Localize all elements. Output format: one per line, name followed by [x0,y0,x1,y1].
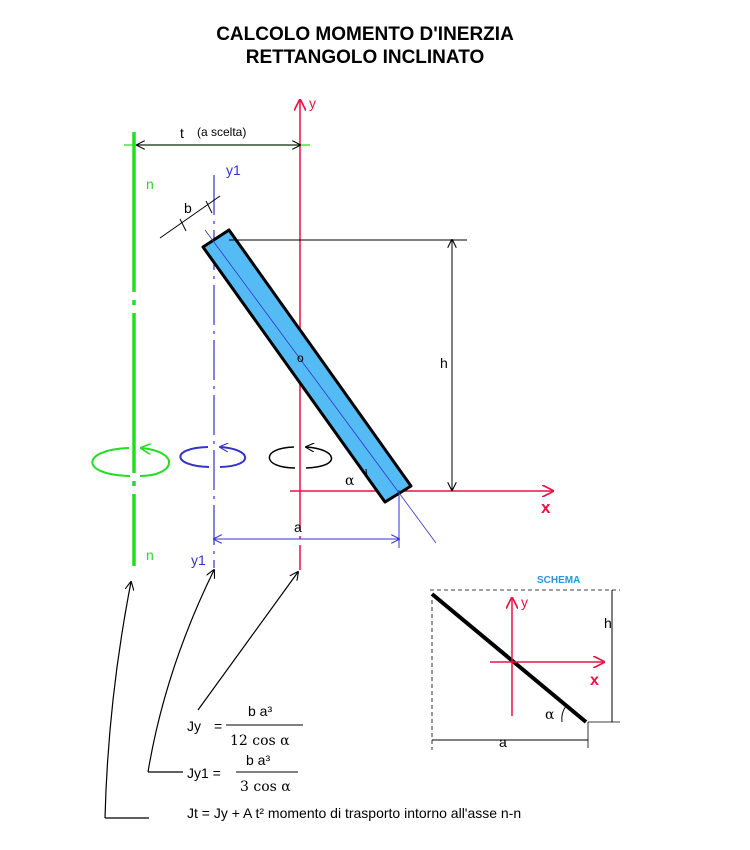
jt-formula: Jt = Jy + A t² momento di trasporto into… [187,805,521,821]
jy1-denominator: 3 cos α [240,779,291,795]
alpha-arc [365,468,375,488]
jy-lhs: Jy [187,718,201,734]
rectangle-centerline [204,229,437,544]
schema-label-a: a [499,734,507,750]
label-b: b [184,200,192,216]
schema-label-x: x [590,672,599,689]
b-tick-2 [205,200,213,214]
jy1-lhs: Jy1 = [187,765,221,781]
schema-label-alpha: α [545,707,555,723]
label-t-note-text: (a scelta) [197,125,246,139]
label-n-top: n [146,176,154,192]
label-a: a [294,519,302,535]
schema-label-h: h [604,615,612,631]
label-centroid: o [297,351,304,365]
jy-denominator: 12 cos α [230,733,290,749]
schema-label-y: y [521,594,528,610]
schema-inset: SCHEMA h a y x α [430,575,620,750]
label-y1-bottom: y1 [191,552,206,568]
title-line-1: CALCOLO MOMENTO D'INERZIA [216,24,514,45]
rotation-icon-n [91,448,171,477]
schema-title: SCHEMA [537,575,580,586]
label-y: y [309,95,316,111]
label-t: t [180,125,184,141]
inclined-rectangle [201,228,413,504]
jy-equals: = [214,718,222,734]
label-n-bottom: n [146,547,154,563]
label-x: x [541,498,551,517]
leader-jy [197,572,298,711]
label-h: h [440,355,448,371]
leader-jy1 [147,570,214,773]
jy-numerator: b a³ [248,703,272,719]
b-dimension-line [159,195,221,239]
schema-rectangle-line [430,592,588,724]
label-alpha: α [345,473,355,489]
rotation-icon-y [268,447,333,469]
schema-alpha-arc [561,705,567,723]
b-tick-1 [179,218,187,232]
rotation-icon-y1 [179,447,247,468]
title-line-2: RETTANGOLO INCLINATO [246,47,485,68]
leader-jt [104,582,131,819]
label-y1-top: y1 [226,162,241,178]
jy1-numerator: b a³ [246,752,270,768]
